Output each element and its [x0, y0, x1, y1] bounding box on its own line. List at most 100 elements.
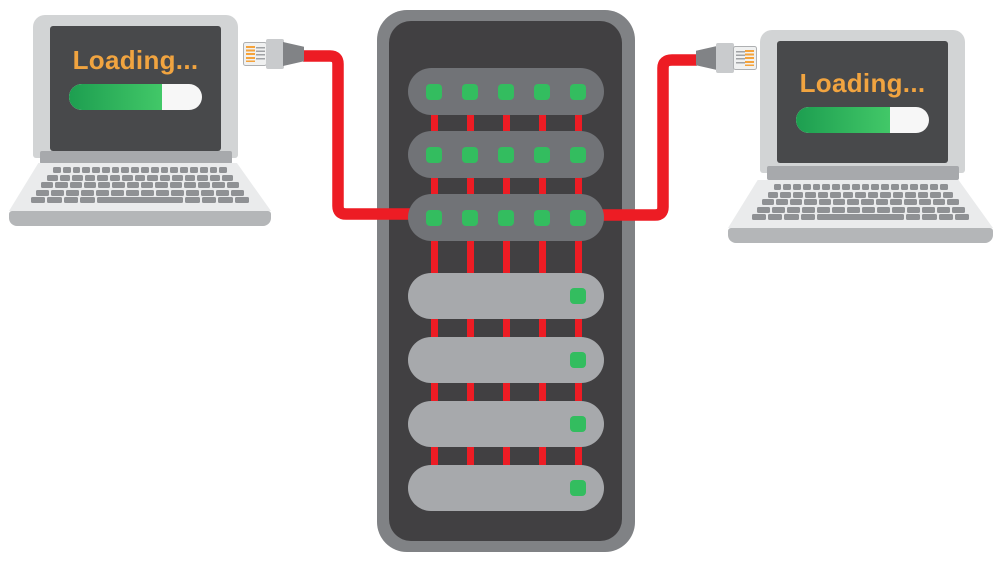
keyboard-key	[98, 182, 111, 188]
keyboard-key	[786, 206, 800, 213]
left-rj45-contacts-icon	[256, 47, 265, 61]
keyboard-key	[197, 174, 208, 181]
keyboard-key	[800, 214, 816, 220]
keyboard-key	[891, 206, 905, 213]
keyboard-row	[756, 206, 966, 213]
keyboard-key	[97, 174, 108, 181]
keyboard-key	[141, 167, 149, 173]
keyboard-key	[846, 206, 860, 213]
switch-led	[462, 209, 478, 226]
left-laptop-keyboard-deck	[9, 163, 271, 211]
left-cable-boot	[283, 42, 304, 66]
keyboard-row	[767, 191, 955, 198]
left-rj45-collar	[266, 39, 284, 69]
keyboard-key	[47, 197, 62, 203]
keyboard-row	[751, 214, 971, 220]
keyboard-key	[761, 199, 774, 205]
right-rj45-pins-icon	[745, 50, 754, 66]
switch-led	[534, 83, 550, 100]
spacebar-key	[817, 214, 904, 220]
keyboard-key	[199, 167, 208, 173]
switch-led	[570, 209, 586, 226]
right-laptop-hinge	[767, 166, 959, 180]
left-loading-label: Loading...	[72, 45, 199, 75]
keyboard-key	[82, 167, 91, 173]
link-stub	[538, 317, 546, 339]
keyboard-key	[871, 184, 880, 190]
keyboard-key	[140, 182, 154, 188]
link-stub	[430, 113, 438, 133]
link-stub	[466, 445, 474, 467]
keyboard-key	[59, 174, 71, 181]
keyboard-key	[41, 182, 54, 188]
switch-led	[426, 83, 442, 100]
switch-led	[498, 83, 514, 100]
link-stub	[466, 113, 474, 133]
keyboard-row	[40, 182, 240, 188]
keyboard-key	[905, 214, 921, 220]
keyboard-key	[66, 189, 79, 196]
link-stub	[502, 381, 510, 403]
keyboard-key	[890, 199, 903, 205]
keyboard-key	[121, 167, 130, 173]
keyboard-key	[80, 197, 95, 203]
keyboard-key	[842, 191, 854, 198]
keyboard-key	[917, 191, 929, 198]
keyboard-key	[751, 214, 766, 220]
keyboard-key	[72, 174, 83, 181]
right-cable-boot	[696, 46, 717, 70]
keyboard-key	[201, 189, 214, 196]
keyboard-key	[47, 174, 58, 181]
keyboard-key	[112, 182, 125, 188]
keyboard-key	[55, 182, 68, 188]
keyboard-key	[51, 189, 64, 196]
switch-led	[462, 146, 478, 163]
keyboard-key	[160, 167, 169, 173]
switch-led	[570, 83, 586, 100]
right-progress-fill	[796, 107, 891, 133]
link-stub	[538, 239, 546, 275]
link-stub	[538, 445, 546, 467]
server-front-panel	[377, 10, 635, 552]
left-progress-fill	[69, 84, 163, 110]
keyboard-key	[36, 189, 49, 196]
right-progress-bar	[796, 107, 929, 133]
keyboard-key	[92, 167, 100, 173]
keyboard-key	[861, 199, 874, 205]
keyboard-key	[938, 214, 954, 220]
keyboard-key	[939, 184, 948, 190]
keyboard-key	[861, 206, 875, 213]
keyboard-key	[922, 214, 937, 220]
keyboard-key	[876, 206, 890, 213]
keyboard-key	[184, 174, 196, 181]
keyboard-key	[792, 191, 804, 198]
keyboard-key	[793, 184, 801, 190]
keyboard-key	[822, 184, 831, 190]
keyboard-key	[904, 199, 917, 205]
link-stub	[466, 317, 474, 339]
switch-led	[426, 209, 442, 226]
keyboard-key	[851, 184, 860, 190]
keyboard-key	[126, 189, 139, 196]
server-unit-led	[570, 352, 586, 368]
right-laptop: Loading...	[700, 0, 1008, 260]
server-unit-3	[408, 401, 604, 447]
link-stub	[574, 113, 582, 133]
keyboard-key	[222, 174, 233, 181]
keyboard-key	[756, 206, 770, 213]
keyboard-key	[818, 199, 831, 205]
keyboard-row	[35, 189, 245, 196]
keyboard-key	[122, 174, 133, 181]
link-stub	[574, 317, 582, 339]
left-laptop-screen: Loading...	[50, 26, 221, 151]
keyboard-key	[111, 189, 124, 196]
keyboard-key	[805, 191, 816, 198]
keyboard-key	[53, 167, 61, 173]
keyboard-key	[72, 167, 81, 173]
right-laptop-base	[728, 228, 993, 243]
link-stub	[538, 176, 546, 196]
keyboard-key	[212, 182, 225, 188]
left-laptop: Loading...	[0, 0, 310, 240]
keyboard-key	[900, 184, 909, 190]
